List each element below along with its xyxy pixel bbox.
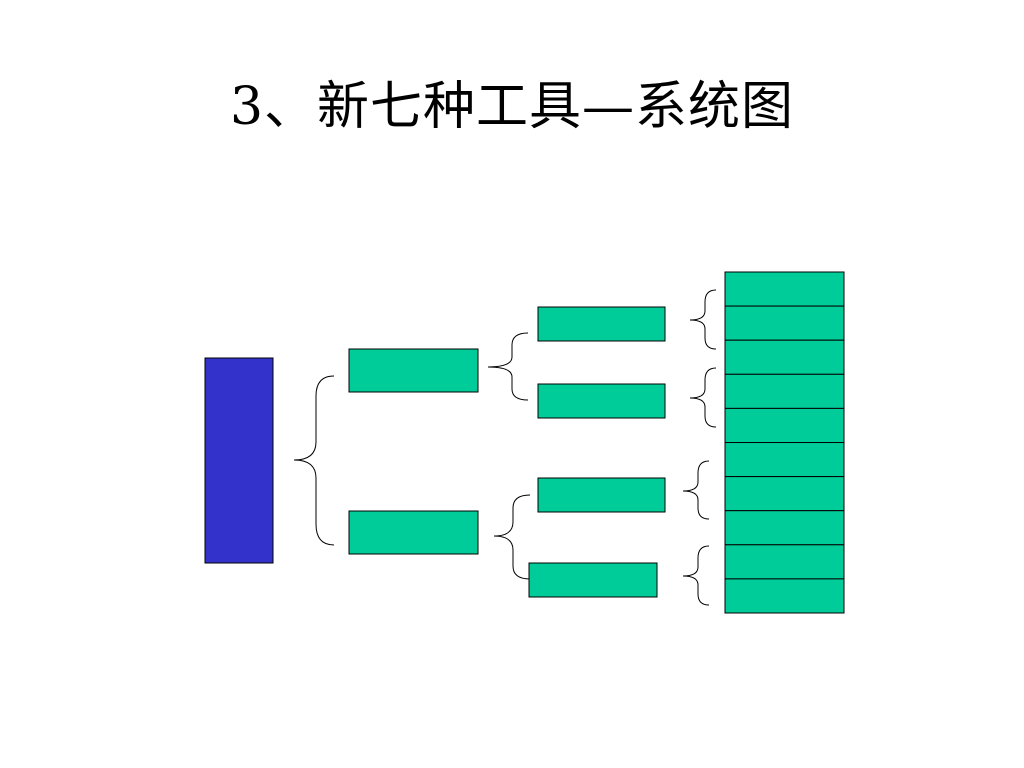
level-2-box-d	[528, 562, 658, 598]
level-2-d-brace	[682, 545, 710, 606]
leaf-cell	[724, 510, 845, 546]
root-box	[204, 357, 274, 564]
leaf-cell	[724, 476, 845, 512]
level-2-box-c	[537, 477, 666, 513]
leaf-cell	[724, 544, 845, 580]
root-brace	[293, 375, 335, 546]
leaf-cell	[724, 305, 845, 341]
leaf-cell	[724, 578, 845, 614]
leaf-cell	[724, 373, 845, 409]
level-2-c-brace	[682, 460, 710, 520]
level-2-box-b	[537, 383, 666, 419]
level-2-a-brace	[689, 289, 717, 350]
level-1-box-a	[348, 348, 479, 393]
leaf-column	[724, 271, 845, 614]
level-2-box-a	[537, 306, 666, 342]
level-1-box-b	[348, 510, 479, 555]
level-1-a-brace	[487, 332, 529, 401]
leaf-cell	[724, 271, 845, 307]
leaf-cell	[724, 339, 845, 375]
level-2-b-brace	[689, 367, 717, 428]
level-1-b-brace	[493, 494, 531, 580]
leaf-cell	[724, 407, 845, 443]
leaf-cell	[724, 442, 845, 478]
slide-title: 3、新七种工具—系统图	[229, 77, 795, 137]
